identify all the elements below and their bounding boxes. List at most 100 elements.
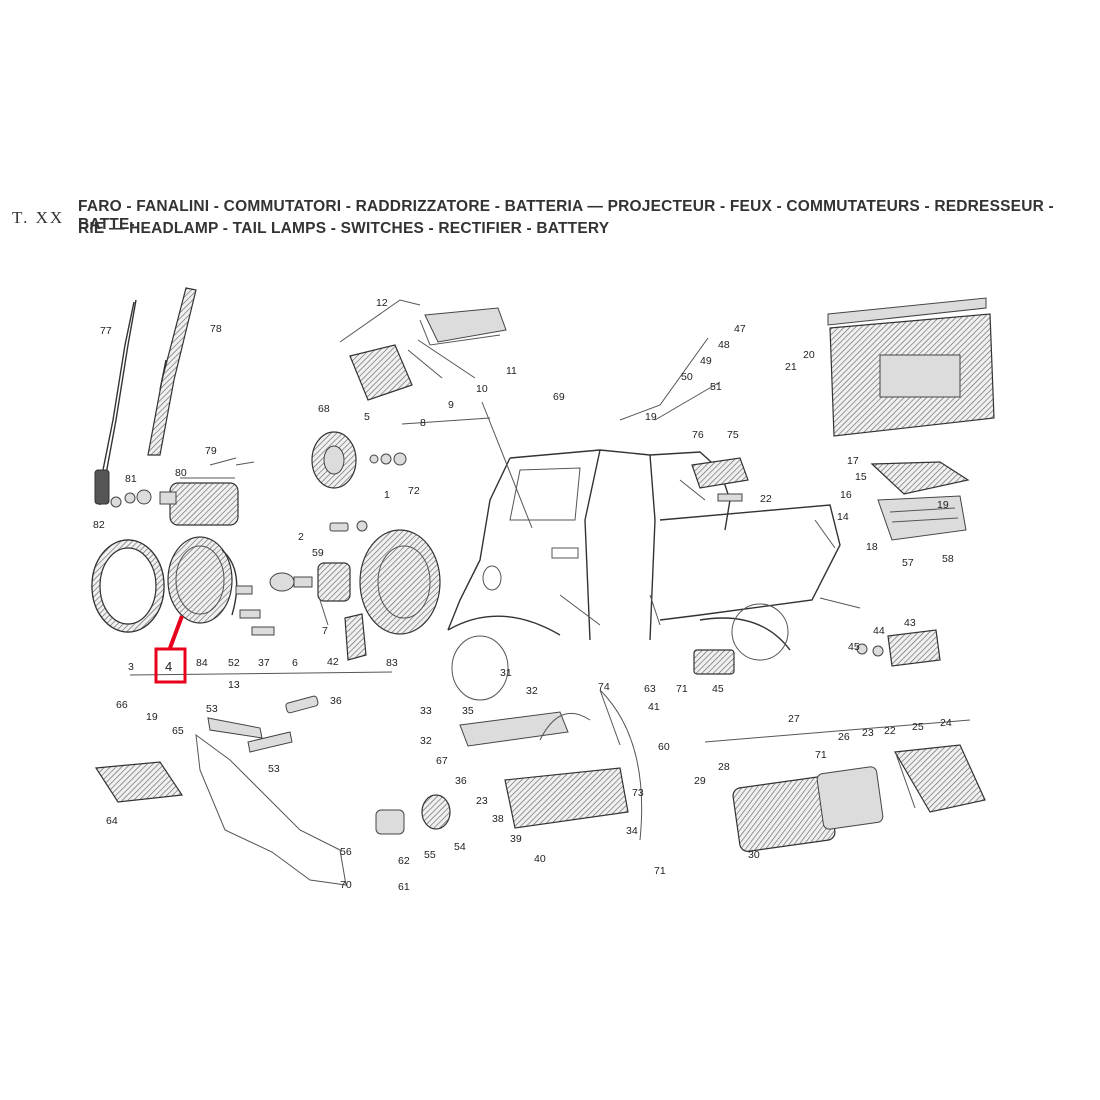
part-label: 84 bbox=[196, 657, 208, 669]
part-label: 27 bbox=[788, 713, 800, 725]
part-label: 51 bbox=[710, 381, 722, 393]
part-label: 31 bbox=[500, 667, 512, 679]
washer-59 bbox=[356, 520, 368, 532]
part-label: 32 bbox=[526, 685, 538, 697]
part-label: 24 bbox=[940, 717, 952, 729]
part-label: 40 bbox=[534, 853, 546, 865]
part-label: 45 bbox=[848, 641, 860, 653]
part-label: 19 bbox=[645, 411, 657, 423]
part-label: 56 bbox=[340, 846, 352, 858]
part-label: 53 bbox=[268, 763, 280, 775]
part-label: 20 bbox=[803, 349, 815, 361]
rear-lens bbox=[504, 767, 629, 829]
part-label: 57 bbox=[902, 557, 914, 569]
number-plate-lamp bbox=[887, 629, 941, 667]
part-label: 47 bbox=[734, 323, 746, 335]
part-label: 76 bbox=[692, 429, 704, 441]
front-position-lamp bbox=[349, 307, 507, 401]
part-label: 52 bbox=[228, 657, 240, 669]
part-label: 14 bbox=[837, 511, 849, 523]
part-label: 18 bbox=[866, 541, 878, 553]
part-label: 66 bbox=[116, 699, 128, 711]
cable-74 bbox=[539, 712, 591, 741]
stop-switch bbox=[693, 649, 735, 675]
side-reflector-lamp bbox=[691, 457, 749, 502]
part-label: 79 bbox=[205, 445, 217, 457]
part-label: 48 bbox=[718, 339, 730, 351]
nut-72 bbox=[393, 452, 407, 466]
handlebar-switch bbox=[311, 431, 357, 489]
part-label: 62 bbox=[398, 855, 410, 867]
cable-41 bbox=[599, 689, 643, 841]
washer-1 bbox=[380, 453, 392, 465]
washer-81 bbox=[124, 492, 136, 504]
headlamp-shroud bbox=[359, 529, 441, 635]
part-label: 63 bbox=[644, 683, 656, 695]
part-label: 78 bbox=[210, 323, 222, 335]
page-title-line-1: FARO - FANALINI - COMMUTATORI - RADDRIZZ… bbox=[78, 198, 1054, 233]
horn-relay bbox=[375, 809, 405, 835]
part-label: 1 bbox=[384, 489, 390, 501]
headlamp-unit bbox=[167, 536, 253, 624]
bulb-holder bbox=[317, 562, 351, 626]
part-number-labels: 77 78 79 80 81 82 3 84 52 13 37 6 7 42 8… bbox=[93, 297, 954, 893]
part-label: 10 bbox=[476, 383, 488, 395]
horn bbox=[421, 794, 451, 830]
switch-panel bbox=[94, 761, 184, 803]
highlight-part-number: 4 bbox=[165, 659, 172, 674]
part-label: 32 bbox=[420, 735, 432, 747]
part-label: 8 bbox=[420, 417, 426, 429]
part-label: 74 bbox=[598, 681, 610, 693]
legshield-panel bbox=[195, 695, 347, 886]
part-label: 30 bbox=[748, 849, 760, 861]
part-label: 36 bbox=[455, 775, 467, 787]
part-label: 59 bbox=[312, 547, 324, 559]
headlamp-rim bbox=[91, 539, 165, 633]
part-label: 70 bbox=[340, 879, 352, 891]
part-label: 55 bbox=[424, 849, 436, 861]
part-label: 38 bbox=[492, 813, 504, 825]
part-label: 13 bbox=[228, 679, 240, 691]
lamp-frame bbox=[459, 711, 569, 747]
rectifier bbox=[870, 461, 970, 541]
part-label: 44 bbox=[873, 625, 885, 637]
wiper-arm bbox=[94, 299, 137, 506]
part-label: 17 bbox=[847, 455, 859, 467]
wiper-blade bbox=[147, 287, 197, 456]
part-label: 6 bbox=[292, 657, 298, 669]
headlamp-bulb bbox=[269, 572, 313, 592]
part-label: 75 bbox=[727, 429, 739, 441]
part-label: 77 bbox=[100, 325, 112, 337]
leader-lines bbox=[129, 299, 971, 746]
part-label: 61 bbox=[398, 881, 410, 893]
part-label: 71 bbox=[676, 683, 688, 695]
part-label: 39 bbox=[510, 833, 522, 845]
nut-45 bbox=[856, 643, 868, 655]
part-label: 21 bbox=[785, 361, 797, 373]
plate-id: T. XX bbox=[12, 208, 65, 227]
part-label: 54 bbox=[454, 841, 466, 853]
part-label: 37 bbox=[258, 657, 270, 669]
highlight-callout: 4 bbox=[154, 615, 187, 684]
part-label: 35 bbox=[462, 705, 474, 717]
part-label: 9 bbox=[448, 399, 454, 411]
part-label: 7 bbox=[322, 625, 328, 637]
part-label: 23 bbox=[862, 727, 874, 739]
bracket-42 bbox=[344, 613, 367, 661]
part-label: 64 bbox=[106, 815, 118, 827]
part-label: 71 bbox=[815, 749, 827, 761]
part-label: 73 bbox=[632, 787, 644, 799]
part-label: 2 bbox=[298, 531, 304, 543]
nut-80 bbox=[136, 489, 152, 505]
part-label: 69 bbox=[553, 391, 565, 403]
part-label: 12 bbox=[376, 297, 388, 309]
part-label: 50 bbox=[681, 371, 693, 383]
wiper-motor bbox=[159, 477, 239, 526]
battery bbox=[827, 297, 995, 437]
part-label: 41 bbox=[648, 701, 660, 713]
part-label: 23 bbox=[476, 795, 488, 807]
part-label: 5 bbox=[364, 411, 370, 423]
spring-5 bbox=[369, 454, 379, 464]
part-label: 81 bbox=[125, 473, 137, 485]
